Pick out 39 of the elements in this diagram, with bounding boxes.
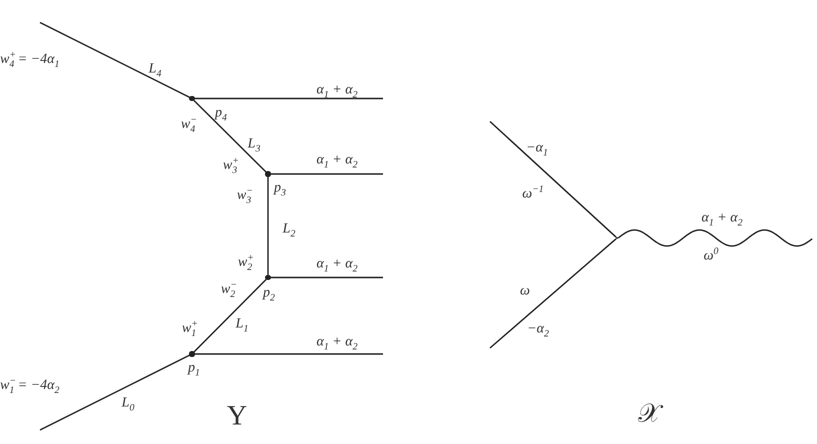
vertex-dot bbox=[265, 274, 271, 280]
math-label: ω bbox=[520, 282, 530, 300]
edge-label: α$_{1}$ + α$_{2}$ bbox=[316, 82, 358, 100]
edge-label: α$_{1}$ + α$_{2}$ bbox=[702, 210, 742, 228]
vertex-label: p$_{4}$ bbox=[215, 104, 227, 124]
edge-label: α$_{1}$ + α$_{2}$ bbox=[316, 152, 358, 170]
vertex-dot bbox=[189, 351, 195, 357]
edge-line bbox=[40, 22, 190, 98]
math-label: ω$^{−1}$ bbox=[522, 184, 544, 204]
wavy-line bbox=[618, 229, 813, 247]
vertex-label: p$_{3}$ bbox=[274, 180, 286, 198]
math-label: w$^{+}$$_{4}$ = −4α$_{1}$ bbox=[0, 50, 60, 70]
edge-line bbox=[40, 354, 190, 431]
edge-label: α$_{1}$ + α$_{2}$ bbox=[316, 334, 358, 352]
edge-label: α$_{1}$ + α$_{2}$ bbox=[316, 256, 358, 274]
edge-label: L$_{4}$ bbox=[148, 60, 162, 80]
diagram-label: Y bbox=[226, 400, 248, 434]
edge-label: L$_{0}$ bbox=[122, 394, 134, 414]
edge-label: L$_{3}$ bbox=[248, 136, 260, 154]
edge-label: L$_{2}$ bbox=[282, 220, 296, 240]
edge-line bbox=[194, 98, 383, 100]
vertex-label: p$_{2}$ bbox=[263, 284, 275, 304]
edge-label: −α$_{2}$ bbox=[527, 320, 549, 340]
vertex-dot bbox=[189, 96, 195, 102]
junction-point bbox=[616, 236, 618, 240]
edge-line bbox=[194, 353, 383, 355]
edge-label: L$_{1}$ bbox=[236, 316, 248, 334]
math-label: w$^{−}$$_{1}$ = −4α$_{2}$ bbox=[0, 376, 60, 396]
edge-label: −α$_{1}$ bbox=[526, 140, 548, 158]
edge-line bbox=[270, 276, 383, 278]
math-label: ω$^{0}$ bbox=[704, 246, 718, 266]
edge-line bbox=[267, 176, 269, 275]
edge-line bbox=[193, 278, 267, 353]
edge-line bbox=[490, 120, 617, 238]
vertex-label: p$_{1}$ bbox=[188, 360, 200, 378]
edge-line bbox=[193, 100, 267, 173]
edge-line bbox=[490, 238, 617, 349]
vertex-dot bbox=[265, 171, 271, 177]
edge-line bbox=[270, 173, 383, 175]
